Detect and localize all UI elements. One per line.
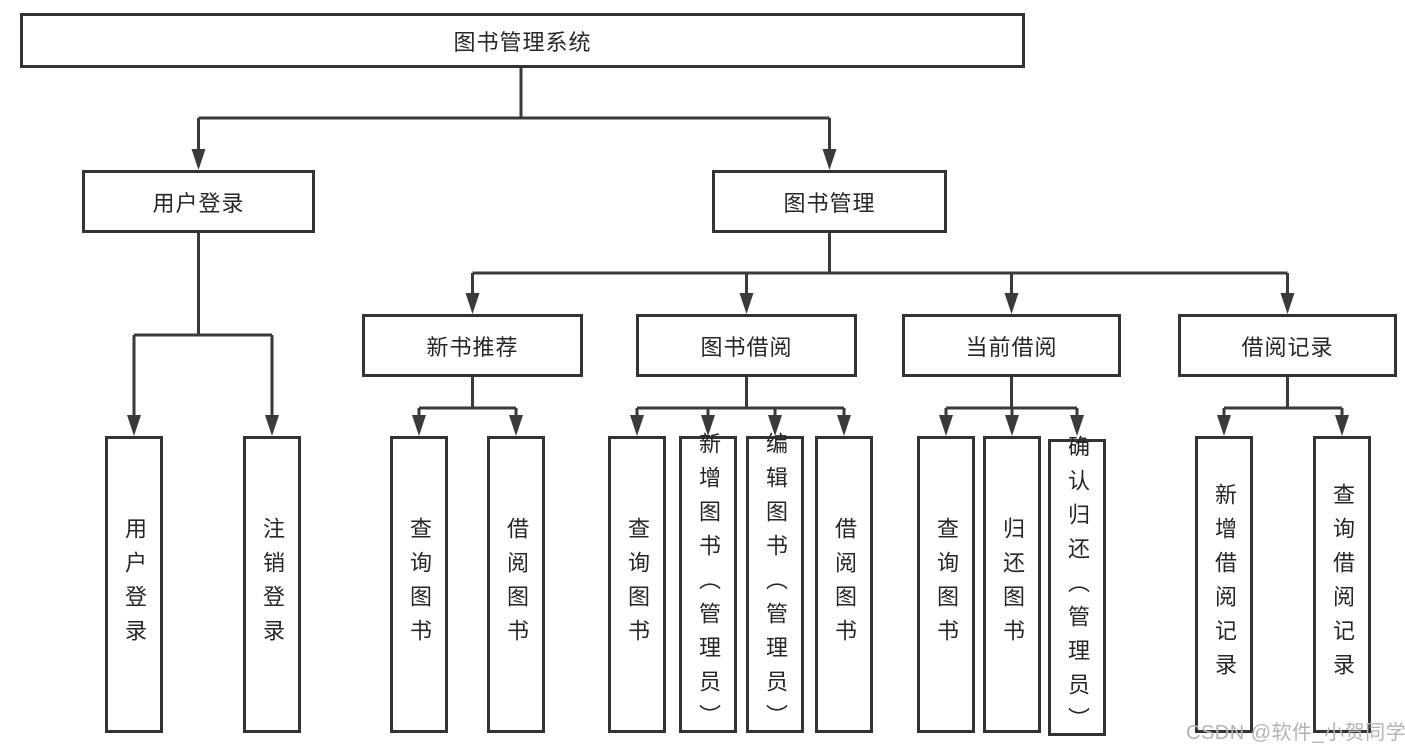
node-label: 用户登录	[152, 190, 245, 216]
arrowhead	[1280, 293, 1295, 314]
connector-user-login-group	[132, 233, 274, 432]
node-label: 用户登录	[122, 516, 147, 653]
node-label: 借阅记录	[1241, 334, 1334, 360]
node-label: 查询图书	[407, 516, 432, 653]
connector-book-borrow-group	[635, 377, 846, 432]
leaf-confirm-return-admin: 确认归还（管理员）	[1048, 435, 1106, 741]
node-label: 借阅图书	[832, 516, 857, 653]
node-label: 归还图书	[1000, 516, 1025, 653]
leaf-query-books-recommend: 查询图书	[390, 436, 448, 733]
arrowhead	[1004, 293, 1019, 314]
arrowhead	[630, 415, 644, 436]
node-label: 确认归还（管理员）	[1065, 434, 1090, 741]
arrowhead	[412, 415, 426, 436]
connector-borrow-record-group	[1222, 377, 1344, 432]
leaf-edit-books-admin: 编辑图书（管理员）	[746, 432, 804, 738]
leaf-borrow-books: 借阅图书	[815, 436, 873, 733]
leaf-add-borrow-record: 新增借阅记录	[1195, 436, 1253, 733]
node-book-borrowing: 图书借阅	[636, 314, 857, 377]
leaf-query-books-current: 查询图书	[917, 436, 975, 733]
arrowhead	[465, 293, 480, 314]
node-label: 查询图书	[934, 516, 959, 653]
leaf-query-books-borrow: 查询图书	[608, 436, 666, 733]
arrowhead	[509, 415, 523, 436]
leaf-query-borrow-record: 查询借阅记录	[1313, 436, 1371, 733]
node-label: 新增图书（管理员）	[696, 431, 721, 738]
arrowhead	[768, 415, 782, 436]
arrowhead	[265, 415, 279, 436]
arrowhead	[701, 415, 715, 436]
node-label: 编辑图书（管理员）	[763, 431, 788, 738]
leaf-return-books: 归还图书	[983, 436, 1041, 733]
connector-new-book-group	[417, 377, 518, 432]
node-borrowing-records: 借阅记录	[1178, 314, 1397, 377]
arrowhead	[1217, 415, 1231, 436]
leaf-add-books-admin: 新增图书（管理员）	[679, 432, 737, 738]
arrowhead	[939, 415, 953, 436]
arrowhead	[822, 149, 837, 170]
arrowhead	[1070, 415, 1084, 436]
arrowhead	[191, 149, 206, 170]
node-label: 图书管理系统	[453, 29, 592, 55]
leaf-logout: 注销登录	[243, 436, 301, 733]
node-label: 新增借阅记录	[1212, 482, 1237, 687]
connector-book-mgmt-to-level3	[471, 233, 1289, 310]
connector-root-to-level2	[197, 68, 831, 166]
arrowhead	[1335, 415, 1349, 436]
node-library-management-system: 图书管理系统	[20, 13, 1025, 68]
arrowhead	[837, 415, 851, 436]
leaf-borrow-books-recommend: 借阅图书	[487, 436, 545, 733]
node-label: 图书借阅	[700, 334, 793, 360]
node-label: 当前借阅	[965, 334, 1058, 360]
node-current-borrowing: 当前借阅	[902, 314, 1121, 377]
node-book-management: 图书管理	[712, 170, 947, 233]
node-new-book-recommend: 新书推荐	[362, 314, 583, 377]
node-label: 借阅图书	[504, 516, 529, 653]
node-label: 注销登录	[260, 516, 285, 653]
arrowhead	[739, 293, 754, 314]
node-label: 新书推荐	[426, 334, 519, 360]
arrowheads	[127, 149, 1349, 436]
node-label: 查询借阅记录	[1330, 482, 1355, 687]
node-label: 图书管理	[783, 190, 876, 216]
arrowhead	[127, 415, 141, 436]
node-user-login: 用户登录	[82, 170, 315, 233]
arrowhead	[1005, 415, 1019, 436]
leaf-user-login: 用户登录	[105, 436, 163, 733]
node-label: 查询图书	[625, 516, 650, 653]
csdn-watermark: CSDN @软件_小贺同学	[1186, 722, 1405, 744]
